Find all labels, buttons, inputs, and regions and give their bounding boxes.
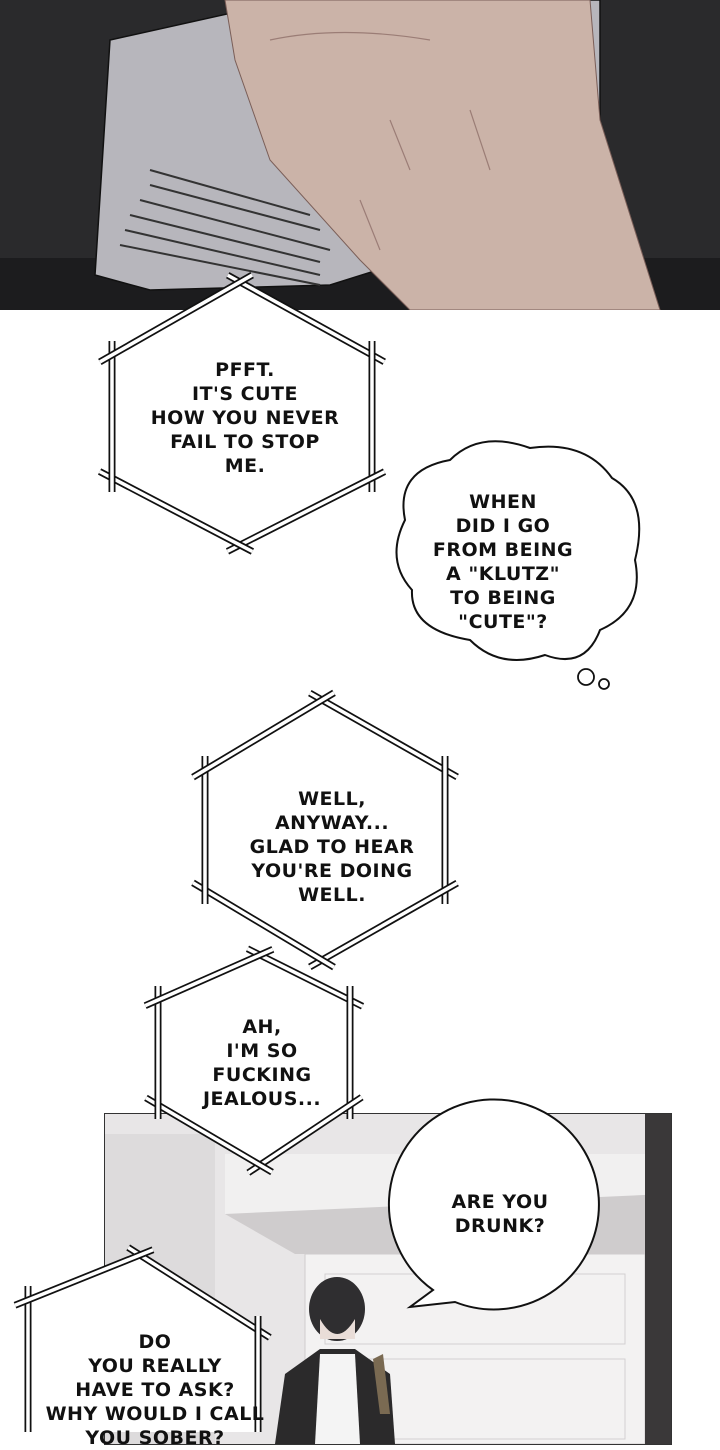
hexagon-narration-box xyxy=(13,1244,272,1432)
narration-text-1: PFFT. IT'S CUTE HOW YOU NEVER FAIL TO ST… xyxy=(150,359,340,477)
narration-text-4: DO YOU REALLY HAVE TO ASK? WHY WOULD I C… xyxy=(45,1331,265,1449)
thought-text: WHEN DID I GO FROM BEING A "KLUTZ" TO BE… xyxy=(432,491,574,633)
speech-text: ARE YOU DRUNK? xyxy=(451,1191,549,1237)
narration-text-3: AH, I'M SO FUCKING JEALOUS... xyxy=(202,1016,322,1110)
narration-text-2: WELL, ANYWAY... GLAD TO HEAR YOU'RE DOIN… xyxy=(249,788,415,906)
hand-on-cloth-illustration xyxy=(0,0,720,310)
thought-bubble xyxy=(395,440,641,690)
speech-bubble xyxy=(387,1098,600,1311)
hexagon-narration-box xyxy=(143,945,365,1176)
hexagon-narration-box xyxy=(191,689,459,971)
comic-panel-hand xyxy=(0,0,720,310)
hexagon-narration-box xyxy=(97,272,387,555)
